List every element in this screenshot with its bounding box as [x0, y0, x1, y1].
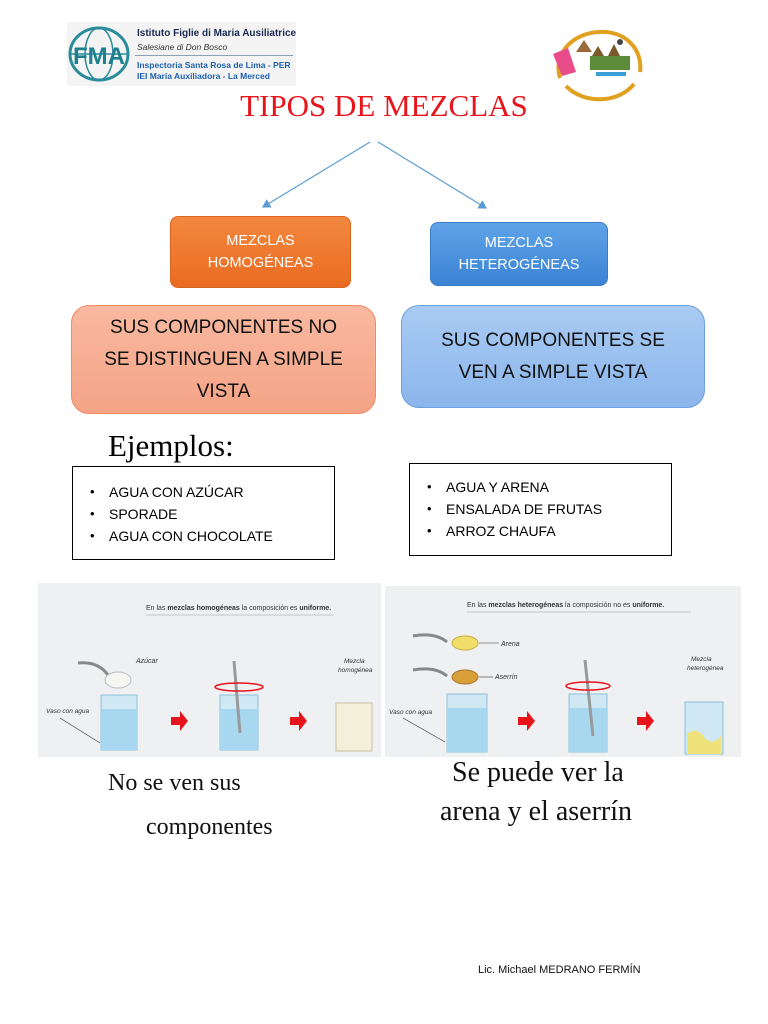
sand-icon: [451, 635, 479, 651]
svg-text:Arena: Arena: [500, 641, 520, 648]
bullet-icon: •: [90, 506, 95, 521]
page-title: TIPOS DE MEZCLAS: [240, 88, 528, 123]
svg-text:heterogénea: heterogénea: [687, 665, 724, 672]
connector-arrows: [261, 141, 488, 209]
illustration-heterogeneous: En las mezclas heterogéneas la composici…: [385, 586, 741, 757]
step-arrow-icon: [518, 711, 535, 731]
glass-icon: [335, 702, 373, 752]
svg-text:homogénea: homogénea: [338, 667, 373, 674]
step-arrow-icon: [171, 711, 188, 731]
header-divider: [135, 55, 293, 56]
list-item: • AGUA CON CHOCOLATE: [73, 525, 334, 547]
bullet-icon: •: [90, 528, 95, 543]
description-heterogeneous: SUS COMPONENTES SE VEN A SIMPLE VISTA: [401, 305, 705, 408]
description-line: VEN A SIMPLE VISTA: [458, 361, 648, 383]
list-item: • ENSALADA DE FRUTAS: [410, 498, 671, 520]
spoon-icon: [412, 633, 448, 644]
illustration-homogeneous: En las mezclas homogéneas la composición…: [38, 583, 381, 757]
sawdust-icon: [451, 669, 479, 685]
author-signature: Lic. Michael MEDRANO FERMÍN: [478, 964, 641, 976]
example-item: AGUA CON AZÚCAR: [109, 484, 244, 500]
description-line: SUS COMPONENTES NO: [110, 316, 337, 338]
step-arrow-icon: [637, 711, 654, 731]
school-name: IEI María Auxiliadora - La Merced: [137, 71, 270, 81]
school-emblem-icon: [553, 29, 643, 102]
institution-name: Istituto Figlie di Maria Ausiliatrice: [137, 28, 297, 39]
bullet-icon: •: [427, 479, 432, 494]
institution-logo: FMA Istituto Figlie di Maria Ausiliatric…: [67, 22, 296, 86]
svg-text:Aserrín: Aserrín: [494, 674, 518, 681]
examples-homogeneous: • AGUA CON AZÚCAR • SPORADE • AGUA CON CHOC…: [72, 466, 335, 560]
svg-text:Vaso con agua: Vaso con agua: [46, 708, 90, 715]
conclusion-heterogeneous-line2: arena y el aserrín: [440, 796, 632, 827]
svg-text:Azúcar: Azúcar: [135, 658, 158, 665]
fma-logo-icon: FMA: [68, 26, 130, 82]
svg-text:Mezcla: Mezcla: [691, 656, 712, 663]
svg-text:En las mezclas homogéneas la c: En las mezclas homogéneas la composición…: [146, 605, 331, 612]
arrow-to-heterogeneous: [377, 141, 488, 209]
category-heterogeneous-line1: MEZCLAS: [484, 235, 554, 251]
example-item: ENSALADA DE FRUTAS: [446, 501, 603, 517]
svg-text:Mezcla: Mezcla: [344, 658, 365, 665]
conclusion-homogeneous-line2: componentes: [146, 814, 273, 840]
category-homogeneous-line2: HOMOGÉNEAS: [207, 255, 314, 271]
step-arrow-icon: [290, 711, 307, 731]
conclusion-homogeneous-line1: No se ven sus: [108, 770, 241, 796]
list-item: • AGUA CON AZÚCAR: [73, 481, 334, 503]
inspectoria-name: Inspectoria Santa Rosa de Lima - PER: [137, 60, 291, 70]
institution-subtitle: Salesiane di Don Bosco: [137, 42, 228, 52]
list-item: • AGUA Y ARENA: [410, 476, 671, 498]
example-item: ARROZ CHAUFA: [446, 523, 556, 539]
examples-heading: Ejemplos:: [108, 428, 234, 463]
example-item: AGUA Y ARENA: [446, 479, 549, 495]
sugar-icon: [104, 671, 132, 689]
spoon-icon: [77, 661, 110, 676]
examples-heterogeneous: • AGUA Y ARENA • ENSALADA DE FRUTAS • ARROZ…: [409, 463, 672, 556]
bullet-icon: •: [427, 523, 432, 538]
category-homogeneous-line1: MEZCLAS: [226, 233, 295, 249]
list-item: • ARROZ CHAUFA: [410, 520, 671, 542]
list-item: • SPORADE: [73, 503, 334, 525]
description-homogeneous: SUS COMPONENTES NO SE DISTINGUEN A SIMPL…: [71, 305, 376, 414]
category-heterogeneous: MEZCLAS HETEROGÉNEAS: [430, 222, 608, 286]
category-homogeneous: MEZCLAS HOMOGÉNEAS: [170, 216, 351, 288]
description-line: SE DISTINGUEN A SIMPLE: [104, 348, 343, 370]
bullet-icon: •: [90, 484, 95, 499]
description-line: VISTA: [196, 380, 251, 402]
example-item: SPORADE: [109, 506, 178, 522]
example-item: AGUA CON CHOCOLATE: [109, 528, 273, 544]
description-line: SUS COMPONENTES SE: [441, 329, 665, 351]
svg-text:FMA: FMA: [73, 43, 125, 70]
category-heterogeneous-line2: HETEROGÉNEAS: [458, 257, 580, 273]
svg-text:Vaso con agua: Vaso con agua: [389, 709, 433, 716]
spoon-icon: [412, 667, 448, 678]
bullet-icon: •: [427, 501, 432, 516]
arrow-to-homogeneous: [261, 141, 371, 208]
svg-text:En las mezclas heterogéneas la: En las mezclas heterogéneas la composici…: [467, 602, 664, 609]
conclusion-heterogeneous-line1: Se puede ver la: [452, 757, 624, 788]
